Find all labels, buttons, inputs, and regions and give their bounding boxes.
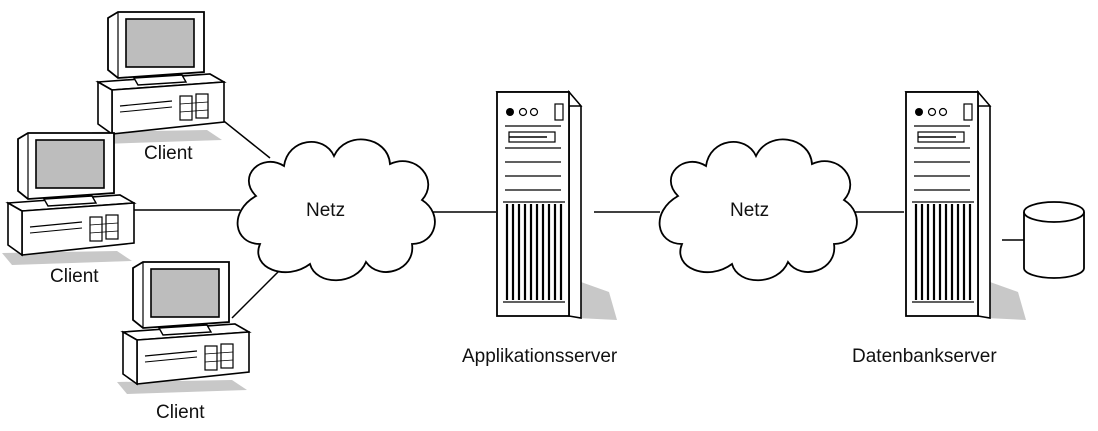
client-label-middle: Client bbox=[50, 266, 99, 287]
application-server-label: Applikationsserver bbox=[462, 346, 618, 367]
client-label-bottom: Client bbox=[156, 402, 205, 423]
client-computer-icon-bottom bbox=[116, 261, 250, 395]
client-computer-icon-top bbox=[91, 11, 225, 145]
database-server-icon bbox=[904, 90, 1028, 322]
client-label-top: Client bbox=[144, 143, 193, 164]
database-disk-icon bbox=[1023, 201, 1085, 279]
network-label-left: Netz bbox=[306, 200, 346, 221]
application-server-icon bbox=[495, 90, 619, 322]
link-client-bottom bbox=[231, 269, 281, 319]
network-label-right: Netz bbox=[730, 200, 770, 221]
client-computer-icon-middle bbox=[1, 132, 135, 266]
connection-lines bbox=[128, 109, 1024, 319]
database-server-label: Datenbankserver bbox=[852, 346, 997, 367]
